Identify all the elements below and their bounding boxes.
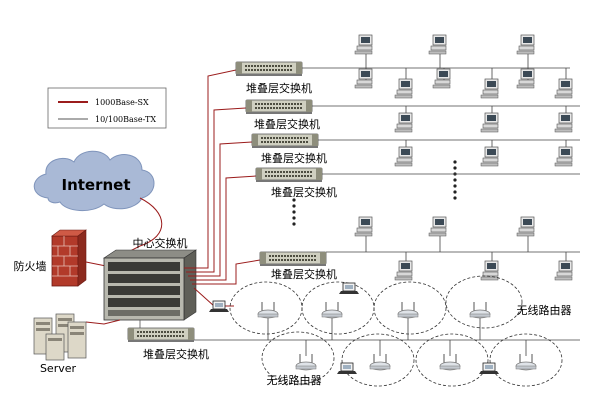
desktop-computer-icon — [428, 34, 447, 55]
link-core-switch-4 — [190, 175, 257, 281]
fiber-uplinks — [184, 69, 261, 307]
desktop-computer-icon — [480, 146, 499, 167]
firewall: 防火墙 — [14, 229, 87, 287]
desktop-computer-icon — [554, 146, 573, 167]
server-icon — [67, 321, 87, 359]
cloud-icon — [33, 150, 155, 211]
cloud-label: Internet — [61, 176, 130, 194]
stack-switch-1: 堆叠层交换机 — [235, 61, 312, 95]
switch-icon — [127, 327, 195, 343]
link-core-switch-2 — [186, 107, 247, 273]
wireless-access-point-icon — [469, 301, 491, 319]
wireless-access-point-icon — [515, 353, 537, 371]
wireless-access-point-icon — [257, 301, 279, 319]
coverage-ring — [489, 333, 563, 387]
desktop-computer-icon — [394, 146, 413, 167]
switch-icon — [255, 167, 323, 183]
firewall-label: 防火墙 — [14, 259, 47, 273]
firewall-brick-icon — [51, 229, 87, 287]
stack-switch-label: 堆叠层交换机 — [271, 185, 337, 199]
legend: 1000Base-SX 10/100Base-TX — [47, 87, 167, 129]
desktop-computer-icon — [394, 112, 413, 133]
stack-switch-label: 堆叠层交换机 — [254, 117, 320, 131]
desktop-computer-icon — [554, 78, 573, 99]
wireless-access-point-icon — [295, 353, 317, 371]
coverage-ring — [445, 275, 523, 329]
stack-switch-label: 堆叠层交换机 — [246, 81, 312, 95]
link-core-switch-5 — [192, 259, 261, 285]
switch-icon — [259, 251, 327, 267]
legend-label-copper: 10/100Base-TX — [95, 115, 156, 124]
wireless-access-point-icon — [321, 301, 343, 319]
desktop-computer-icon — [480, 112, 499, 133]
desktop-computer-icon — [516, 68, 535, 89]
link-firewall-core — [85, 261, 107, 267]
coverage-ring — [341, 333, 415, 387]
stack-switch-4: 堆叠层交换机 — [255, 167, 337, 199]
switch-icon — [245, 99, 313, 115]
copper-buses — [194, 52, 580, 356]
coverage-ring — [415, 333, 489, 387]
core-switch-label: 中心交换机 — [133, 236, 188, 250]
switch-icon — [235, 61, 303, 77]
coverage-ring — [261, 331, 335, 385]
coverage-ring — [373, 281, 447, 335]
core-switch: 中心交换机 — [103, 236, 197, 321]
desktop-computer-icon — [354, 34, 373, 55]
laptop-icon — [338, 282, 360, 295]
wireless-access-point-icon — [369, 353, 391, 371]
workstations — [354, 34, 573, 281]
desktop-computer-icon — [354, 68, 373, 89]
laptop-icon — [478, 362, 500, 375]
laptop-icon — [336, 362, 358, 375]
legend-box — [47, 87, 167, 129]
chassis-switch-icon — [103, 249, 197, 321]
coverage-ring — [229, 281, 303, 335]
stack-switch-label: 堆叠层交换机 — [143, 347, 209, 361]
desktop-computer-icon — [354, 216, 373, 237]
wireless-access-point-icon — [439, 353, 461, 371]
wireless-router-label: 无线路由器 — [267, 373, 322, 387]
stack-switch-3: 堆叠层交换机 — [251, 133, 327, 165]
switch-icon — [251, 133, 319, 149]
internet-cloud: Internet — [33, 150, 155, 211]
server-icon — [45, 333, 65, 361]
desktop-computer-icon — [480, 78, 499, 99]
access-points — [257, 301, 537, 371]
server-label: Server — [40, 362, 77, 375]
wireless-coverage — [229, 275, 563, 387]
link-core-switch-3 — [188, 141, 253, 277]
stack-switch-2: 堆叠层交换机 — [245, 99, 320, 131]
wireless-router-label: 无线路由器 — [517, 303, 572, 317]
link-core-switch-1 — [184, 69, 237, 269]
desktop-computer-icon — [554, 112, 573, 133]
desktop-computer-icon — [394, 78, 413, 99]
wireless-access-point-icon — [397, 301, 419, 319]
link-internet-core — [107, 197, 163, 263]
desktop-computer-icon — [394, 260, 413, 281]
link-core-server — [85, 319, 121, 325]
stack-switch-label: 堆叠层交换机 — [261, 151, 327, 165]
desktop-computer-icon — [554, 260, 573, 281]
stack-switch-5: 堆叠层交换机 — [259, 251, 337, 281]
more-switches-indicator — [292, 198, 296, 226]
stack-switch-6: 堆叠层交换机 — [127, 327, 209, 361]
legend-label-fiber: 1000Base-SX — [95, 98, 149, 107]
desktop-computer-icon — [480, 260, 499, 281]
desktop-computer-icon — [516, 216, 535, 237]
stack-switch-label: 堆叠层交换机 — [271, 267, 337, 281]
more-workstations-indicator — [453, 160, 457, 200]
desktop-computer-icon — [516, 34, 535, 55]
desktop-computer-icon — [428, 216, 447, 237]
desktop-computer-icon — [432, 68, 451, 89]
server-group: Server — [33, 313, 87, 375]
